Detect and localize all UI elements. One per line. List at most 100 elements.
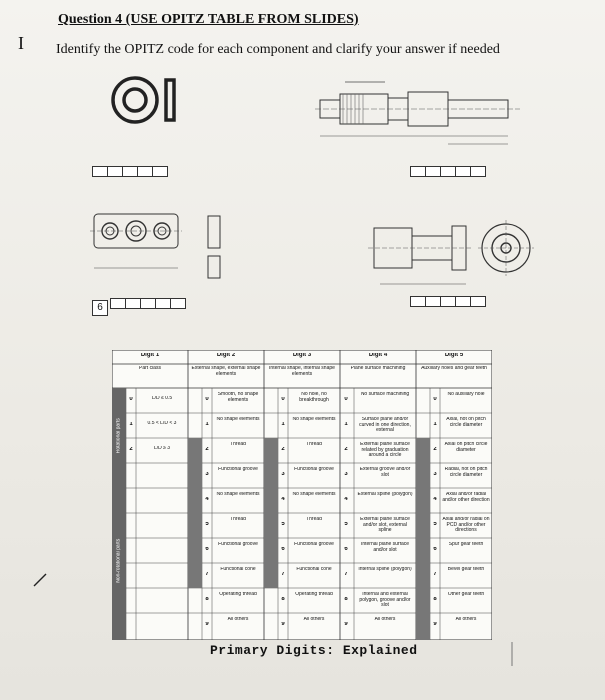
row-digit-number: 9 [433,622,437,627]
row-digit-number: 8 [281,597,285,602]
part-pulley-drawing [368,220,534,285]
digit2-cell: Functional groove [218,467,258,472]
question-instruction: Identify the OPITZ code for each compone… [56,42,500,57]
digit5-cell: Axial, not on pitch circle diameter [446,417,486,428]
digit3-cell: Functional cone [296,567,332,572]
digit2-cell: No shape elements [216,417,260,422]
digit4-cell: External groove and/or slot [359,467,411,478]
digit-header: Digit 2 [216,353,236,358]
row-digit-number: 8 [433,597,437,602]
digit3-cell: No shape elements [292,492,336,497]
row-digit-number: 8 [344,597,348,602]
digit1-cell: 0.5 < L/D < 3 [147,421,177,426]
digit3-cell: Operating thread [295,592,333,597]
row-digit-number: 6 [205,547,209,552]
question-title: Question 4 (USE OPITZ TABLE FROM SLIDES) [58,12,359,27]
row-digit-number: 0 [129,397,133,402]
digit-header: Digit 1 [140,353,160,358]
digit5-cell: Spur gear teeth [448,542,484,547]
digit3-cell: No hole, no breakthrough [299,392,329,403]
digit5-cell: Bevel gear teeth [447,567,485,572]
digit-subheader: Auxiliary holes and gear teeth [421,366,487,371]
digit4-cell: External plane surface and/or slot, exte… [360,517,410,533]
row-digit-number: 4 [344,497,348,502]
part-threaded-shaft-drawing [315,81,520,145]
digit2-cell: Functional groove [218,542,258,547]
digit3-cell: Thread [306,517,322,522]
part-flange-plate-drawing [90,213,221,279]
digit2-cell: No shape elements [216,492,260,497]
digit2-cell: Smooth, no shape elements [217,392,259,403]
row-digit-number: 2 [129,447,133,452]
digit1-cell: L/D ≥ 3 [153,446,171,451]
pen-stroke-mark [33,573,47,587]
digit-header: Digit 4 [368,353,388,358]
row-digit-number: 3 [205,472,209,477]
digit5-cell: Axial and/or radial on PCD and/or other … [442,517,490,533]
digit5-cell: No auxiliary hole [447,392,485,397]
opitz-code-box-1 [92,166,168,177]
row-digit-number: 5 [433,522,437,527]
row-digit-number: 9 [205,622,209,627]
digit4-cell: External plane surface related by gradua… [360,442,410,458]
digit-header: Digit 5 [444,353,464,358]
row-digit-number: 3 [344,472,348,477]
part-washer-drawing [111,76,176,124]
digit2-cell: Thread [230,517,246,522]
row-digit-number: 5 [281,522,285,527]
side-label-nonrotational: Non-rotational parts [116,538,122,583]
row-digit-number: 3 [281,472,285,477]
row-digit-number: 6 [281,547,285,552]
row-digit-number: 2 [205,447,209,452]
digit4-cell: Internal plane surface and/or slot [360,542,410,553]
digit5-cell: Axial on pitch circle diameter [444,442,488,453]
row-digit-number: 1 [129,422,133,427]
text-cursor-icon: I [18,33,24,53]
row-digit-number: 1 [205,422,209,427]
digit-header: Digit 3 [292,353,312,358]
digit5-cell: Axial and/or radial and/or other directi… [442,492,490,503]
row-digit-number: 7 [205,572,209,577]
digit3-cell: All others [303,617,325,622]
row-digit-number: 0 [281,397,285,402]
digit4-cell: All others [374,617,396,622]
row-digit-number: 4 [281,497,285,502]
digit3-cell: No shape elements [292,417,336,422]
digit4-cell: Internal and external polygon, groove an… [359,592,411,608]
row-digit-number: 0 [433,397,437,402]
opitz-code-box-4 [410,296,486,307]
part-number-label: 6 [92,300,108,316]
row-digit-number: 2 [433,447,437,452]
row-digit-number: 0 [205,397,209,402]
digit4-cell: External spline (polygon) [357,492,413,497]
table-caption: Primary Digits: Explained [210,643,418,658]
digit-subheader: Internal shape, internal shape elements [269,366,335,377]
row-digit-number: 2 [281,447,285,452]
row-digit-number: 5 [205,522,209,527]
row-digit-number: 5 [344,522,348,527]
side-label-rotational: Rotational parts [116,418,122,454]
row-digit-number: 7 [433,572,437,577]
digit4-cell: No surface machining [360,392,410,397]
row-digit-number: 7 [344,572,348,577]
row-digit-number: 0 [344,397,348,402]
digit5-cell: Other gear teeth [447,592,485,597]
opitz-code-box-3 [110,298,186,309]
row-digit-number: 1 [281,422,285,427]
row-digit-number: 9 [281,622,285,627]
row-digit-number: 7 [281,572,285,577]
pen-stroke-mark-right [511,642,513,666]
row-digit-number: 1 [433,422,437,427]
row-digit-number: 4 [205,497,209,502]
digit2-cell: Functional cone [220,567,256,572]
digit2-cell: Operating thread [219,592,257,597]
digit5-cell: All others [455,617,477,622]
row-digit-number: 6 [433,547,437,552]
opitz-table-grid [112,350,492,640]
row-digit-number: 4 [433,497,437,502]
digit3-cell: Functional groove [294,542,334,547]
opitz-code-box-2 [410,166,486,177]
digit5-cell: Radial, not on pitch circle diameter [444,467,488,478]
